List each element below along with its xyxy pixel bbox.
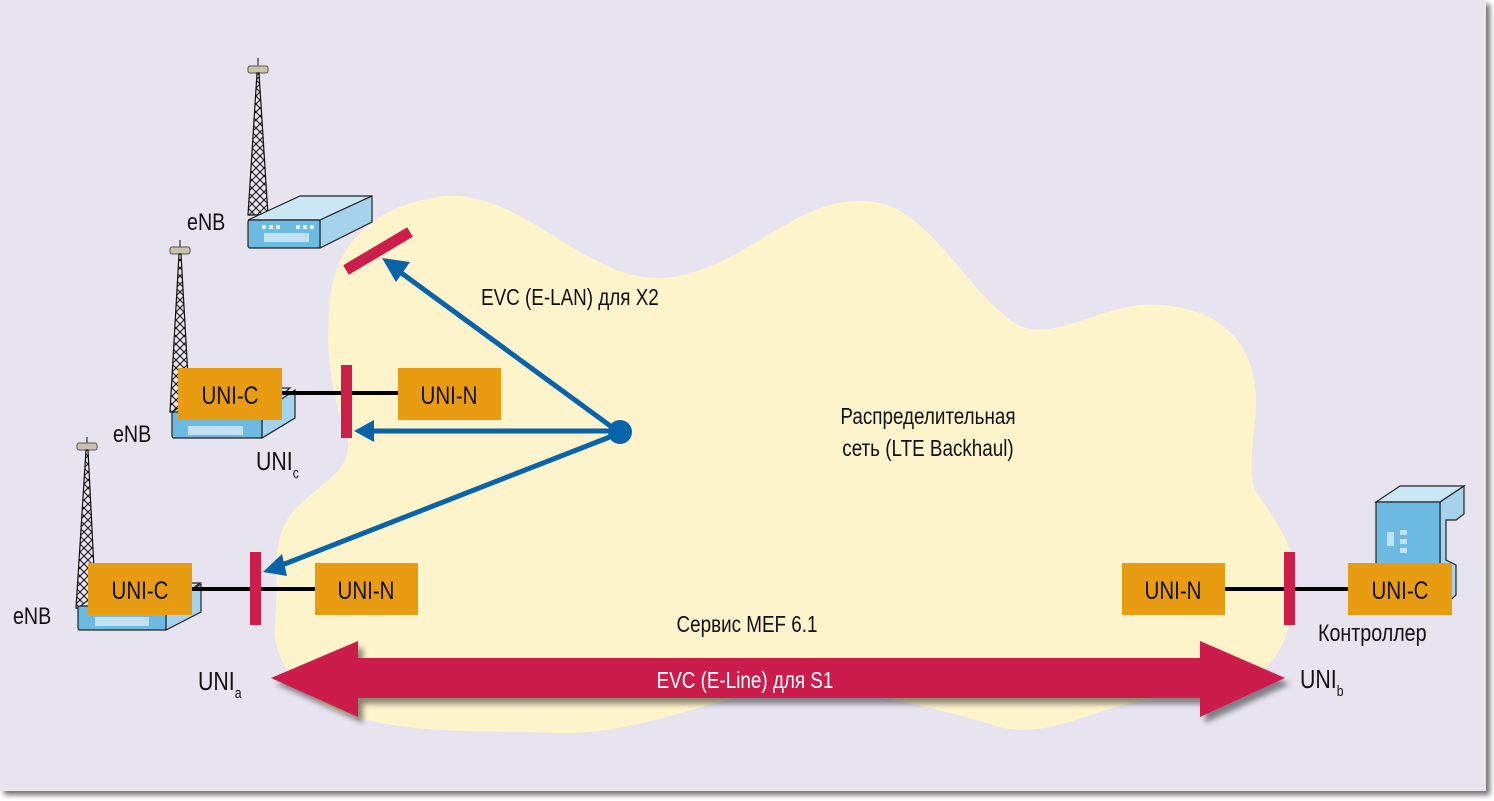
uni-c-label: UNI-C [1372,576,1429,604]
network-label-line2: сеть (LTE Backhaul) [842,436,1013,461]
elan-hub-node [608,420,632,444]
uni-n-box [1122,563,1225,615]
uni-b-point-label: UNIb [1300,665,1344,699]
uni-demarcation-marker [250,552,261,625]
uni-c-box [88,563,192,615]
enb-mid-site: UNI-C UNI-N eNB UNIc [113,240,501,481]
network-cloud [274,195,1295,734]
uni-n-label: UNI-N [338,576,395,604]
enb-top-site: eNB [187,58,373,249]
uni-n-label: UNI-N [1145,576,1202,604]
arrowhead-icon [263,554,287,576]
enb-bottom-site: UNI-C UNI-N eNB UNIa [13,437,418,701]
elan-arrow-bottom [281,430,621,568]
controller-site: UNI-N UNI-C Контроллер UNIb [1122,484,1466,699]
evc-elan-label: EVC (E-LAN) для X2 [481,285,659,310]
enb-device-icon [247,195,373,249]
arrowhead-icon [354,420,374,442]
uni-demarcation-marker [343,227,413,275]
arrowhead-icon [382,258,410,282]
uni-c-point-label: UNIc [256,447,299,481]
uni-c-label: UNI-C [112,576,169,604]
double-arrow-icon [271,641,1285,717]
uni-c-label: UNI-C [202,381,259,409]
uni-n-box [398,368,501,420]
controller-label: Контроллер [1318,619,1427,646]
uni-n-box [315,563,418,615]
evc-elan-connections [263,258,632,576]
uni-n-label: UNI-N [421,381,478,409]
uni-demarcation-marker [1284,552,1295,625]
uni-c-box [1348,563,1452,615]
uni-demarcation-marker [341,365,352,438]
evc-eline-arrow [271,641,1285,717]
uni-c-box [178,368,282,420]
enb-mid-label: eNB [113,420,151,447]
evc-eline-label: EVC (E-Line) для S1 [657,668,834,693]
elan-arrow-top [398,269,622,436]
uni-a-point-label: UNIa [198,667,242,701]
network-label-line1: Распределительная [840,404,1015,429]
enb-top-label: eNB [187,208,225,235]
antenna-tower-icon [247,58,269,216]
enb-bottom-label: eNB [13,602,51,629]
service-label: Сервис MEF 6.1 [677,612,818,637]
